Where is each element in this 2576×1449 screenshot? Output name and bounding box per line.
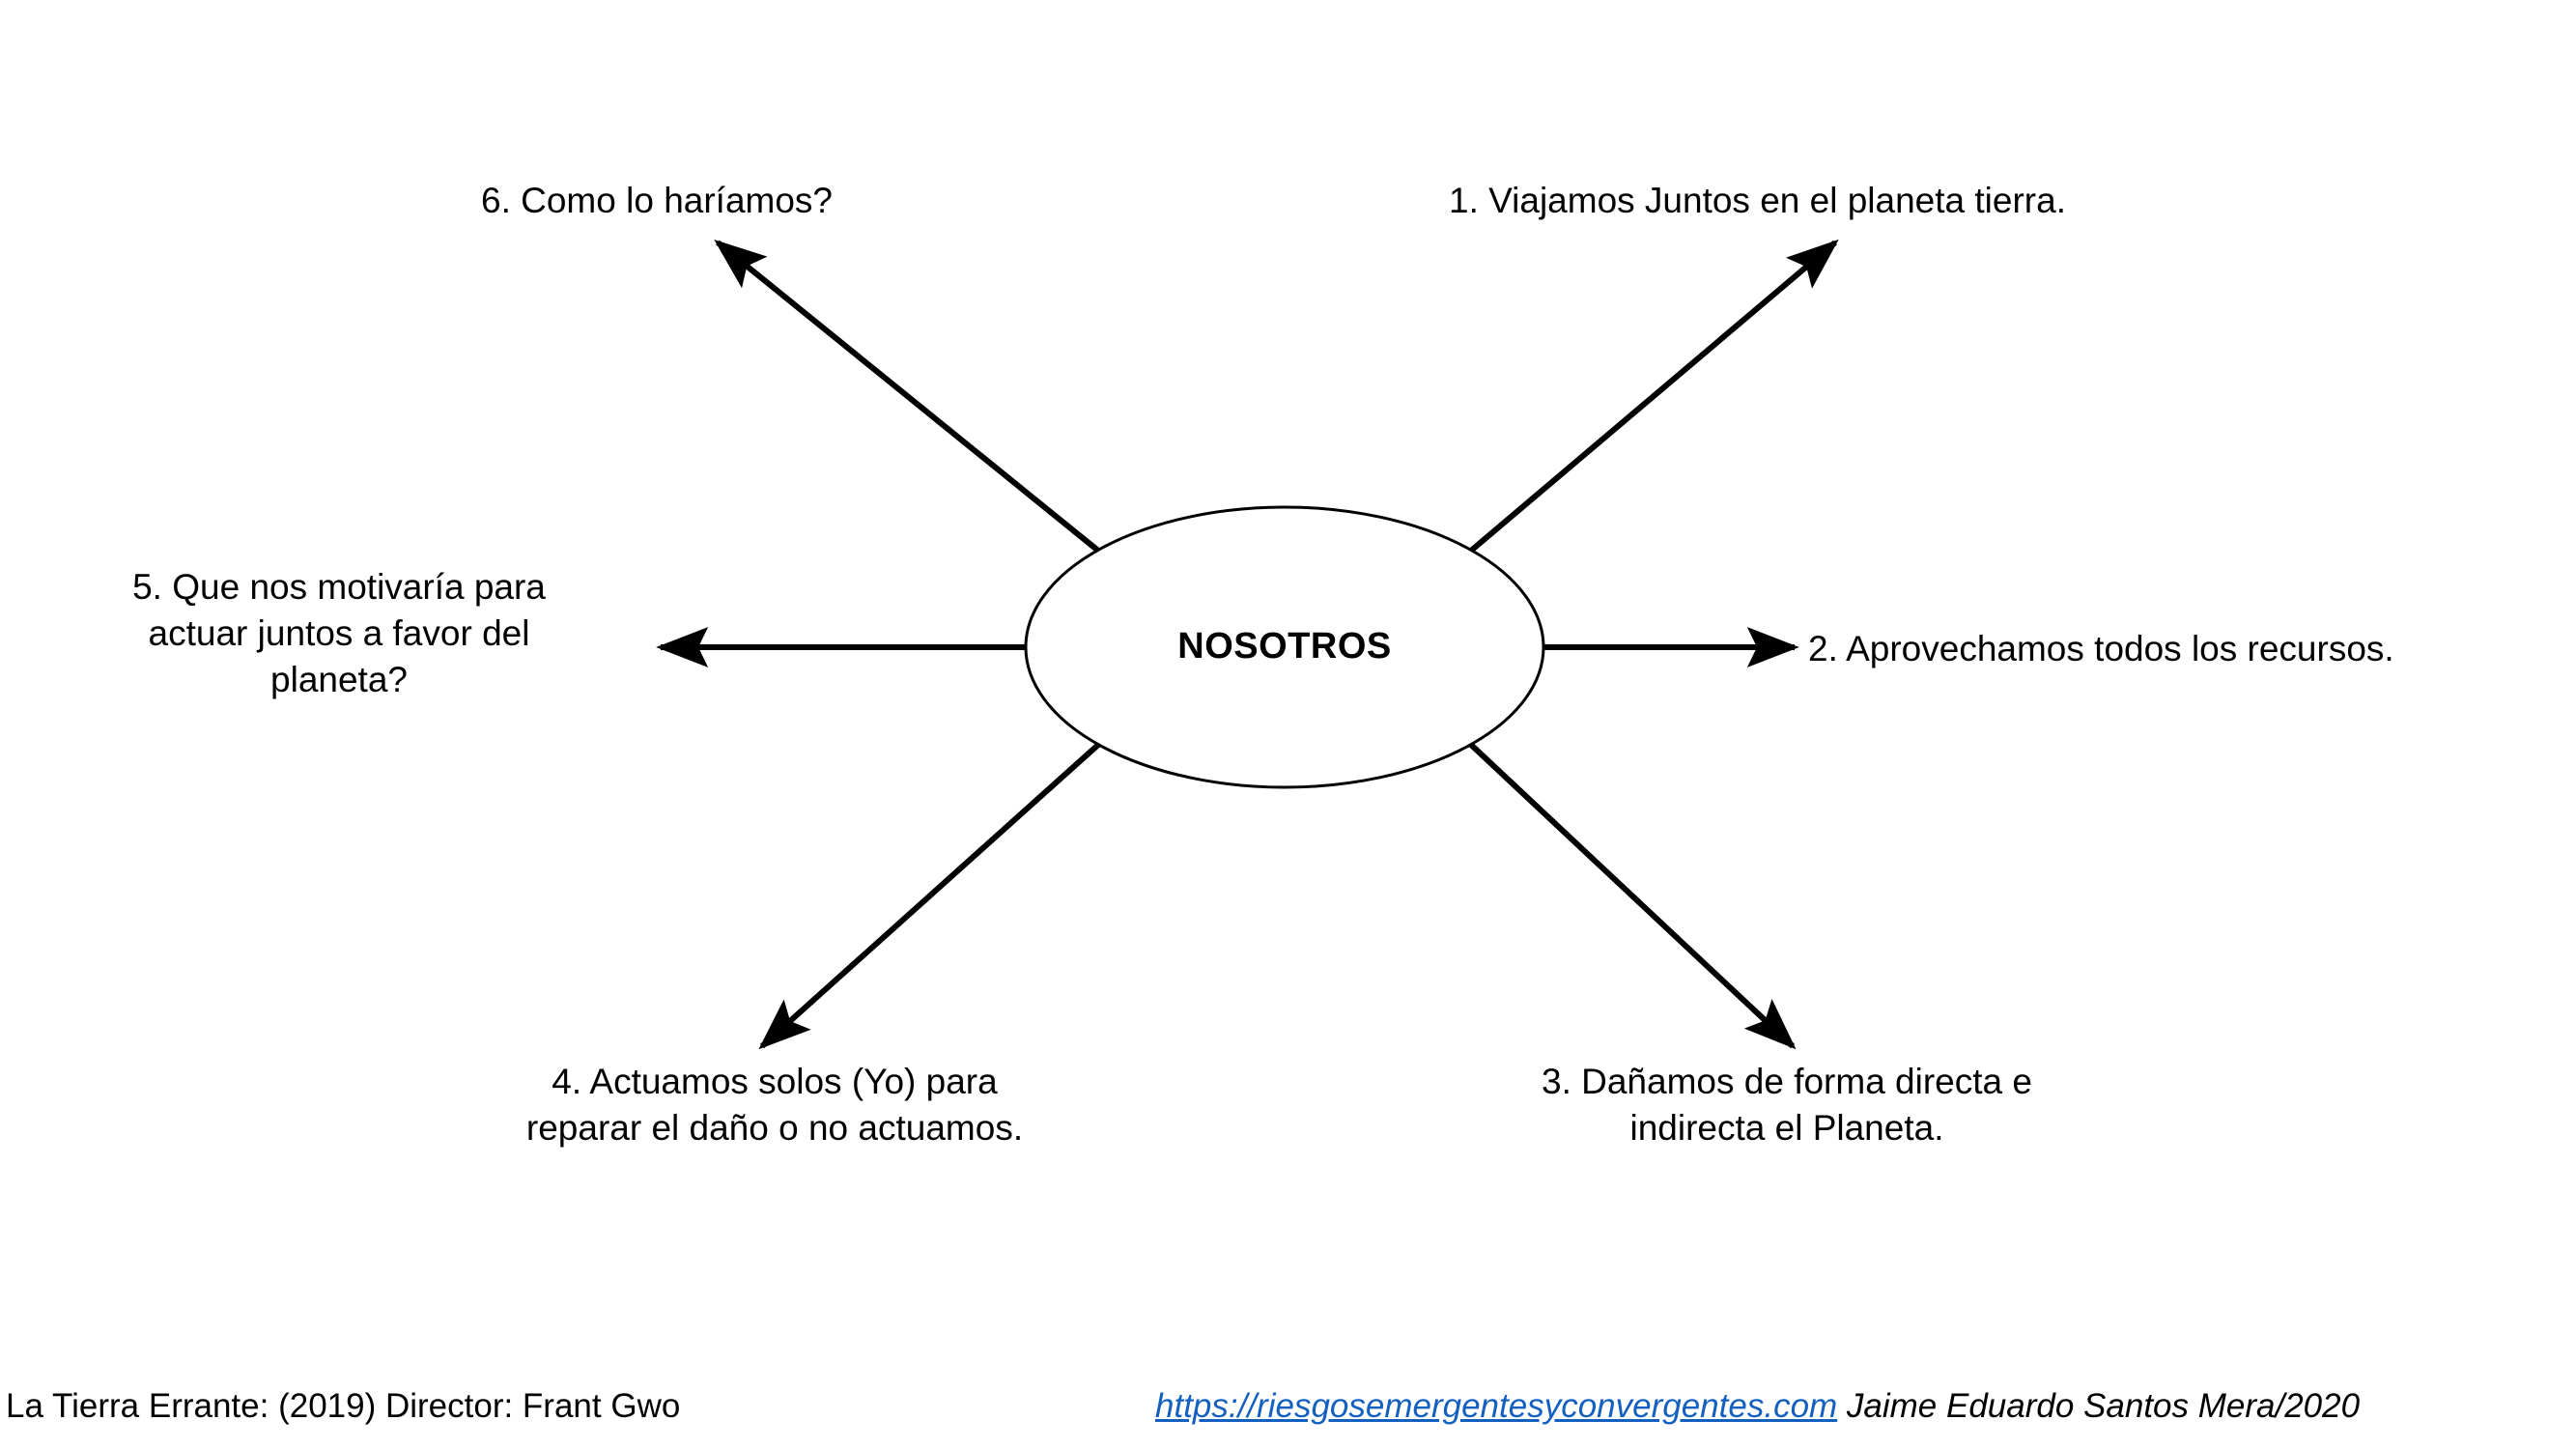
footer-website-link[interactable]: https://riesgosemergentesyconvergentes.c… bbox=[1155, 1387, 1838, 1425]
footer-credit-line: https://riesgosemergentesyconvergentes.c… bbox=[1155, 1385, 2360, 1428]
arrow-to-node-3 bbox=[1468, 742, 1797, 1050]
node-label-2: 2. Aprovechamos todos los recursos. bbox=[1808, 629, 2394, 668]
node-label-4: 4. Actuamos solos (Yo) para reparar el d… bbox=[525, 1062, 1024, 1148]
arrow-to-node-6 bbox=[714, 239, 1100, 554]
node-label-3: 3. Dañamos de forma directa e indirecta … bbox=[1542, 1062, 2032, 1148]
footer-source-text: La Tierra Errante: (2019) Director: Fran… bbox=[6, 1387, 681, 1425]
node-label-5: 5. Que nos motivaría para actuar juntos … bbox=[132, 567, 546, 699]
node-label-6: 6. Como lo haríamos? bbox=[481, 181, 834, 220]
node-label-1: 1. Viajamos Juntos en el planeta tierra. bbox=[1449, 181, 2066, 220]
arrow-to-node-1 bbox=[1469, 239, 1839, 554]
arrow-to-node-4 bbox=[758, 742, 1101, 1050]
center-node-label: NOSOTROS bbox=[1177, 626, 1392, 667]
footer-author-text: Jaime Eduardo Santos Mera/2020 bbox=[1837, 1387, 2361, 1425]
